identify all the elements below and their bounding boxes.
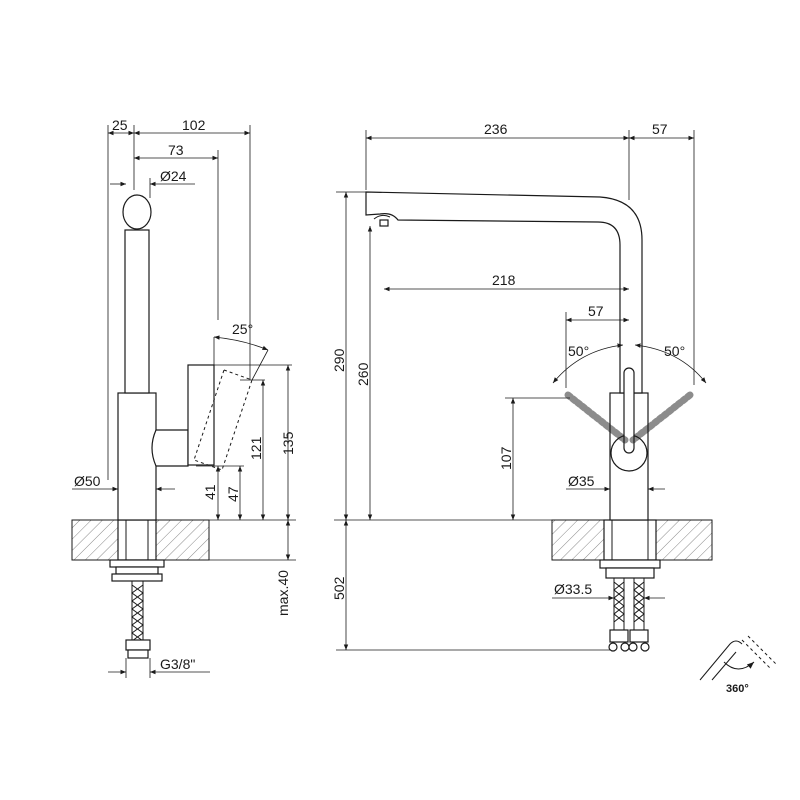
dim-502: 502 xyxy=(331,576,347,600)
rotation-360-icon: 360° xyxy=(699,635,777,695)
spout-tube-side xyxy=(124,229,150,394)
side-view: 25° 25 102 73 Ø24 135 121 41 47 Ø50 xyxy=(71,117,296,678)
spout-head-side xyxy=(122,194,152,230)
dim-25deg: 25° xyxy=(232,321,253,337)
dim-max40: max.40 xyxy=(275,570,291,616)
dim-d50: Ø50 xyxy=(74,473,101,489)
spout-front xyxy=(365,191,643,394)
lever-base-side xyxy=(151,429,189,467)
lever-rotated-side xyxy=(193,369,253,471)
dim-57-mid: 57 xyxy=(588,303,604,319)
lever-front xyxy=(623,367,635,454)
dim-57-top: 57 xyxy=(652,121,668,137)
dim-218: 218 xyxy=(492,272,516,288)
mount-nut-side xyxy=(109,559,165,568)
dim-50deg-left: 50° xyxy=(568,343,589,359)
hose-side xyxy=(131,581,144,640)
dim-50deg-right: 50° xyxy=(664,343,685,359)
dim-25: 25 xyxy=(112,117,128,133)
dim-102: 102 xyxy=(182,117,206,133)
dim-135: 135 xyxy=(280,431,296,455)
aerator-front xyxy=(379,219,389,227)
dim-290: 290 xyxy=(331,348,347,372)
rotation-label: 360° xyxy=(726,683,749,695)
dim-260: 260 xyxy=(355,362,371,386)
dim-d335: Ø33.5 xyxy=(554,581,592,597)
dim-41: 41 xyxy=(202,484,218,500)
faucet-body-side xyxy=(117,392,157,521)
dim-73: 73 xyxy=(168,142,184,158)
dim-d24: Ø24 xyxy=(160,168,187,184)
lever-side xyxy=(187,364,215,466)
dim-47: 47 xyxy=(225,486,241,502)
hoses-front xyxy=(613,578,645,630)
front-view: 50° 50° 236 57 218 57 290 260 107 Ø35 xyxy=(331,121,713,652)
dim-d35: Ø35 xyxy=(568,473,595,489)
dim-121: 121 xyxy=(248,436,264,460)
mount-shank-side xyxy=(117,519,157,561)
dim-g38: G3/8" xyxy=(160,656,195,672)
dim-236: 236 xyxy=(484,121,508,137)
dim-107: 107 xyxy=(498,446,514,470)
